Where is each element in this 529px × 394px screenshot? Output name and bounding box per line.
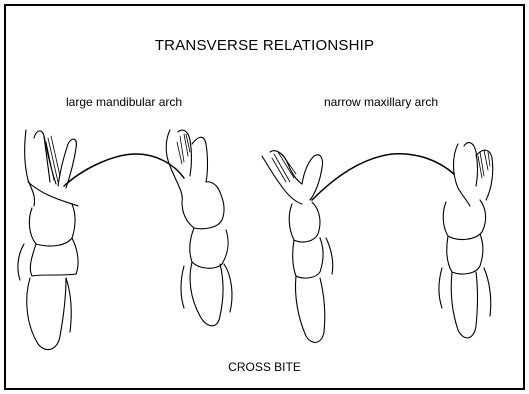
left-arch-illustration bbox=[18, 130, 232, 350]
left-molar-stack-right bbox=[166, 130, 232, 326]
left-molar-stack-left bbox=[18, 130, 78, 350]
right-molar-stack-right bbox=[439, 143, 493, 338]
slide-frame: TRANSVERSE RELATIONSHIP large mandibular… bbox=[4, 4, 525, 390]
right-arch-curve bbox=[312, 154, 454, 200]
right-molar-stack-left bbox=[262, 151, 333, 343]
left-arch-curve bbox=[64, 154, 184, 186]
crossbite-illustration bbox=[6, 6, 523, 388]
right-arch-illustration bbox=[262, 143, 493, 343]
